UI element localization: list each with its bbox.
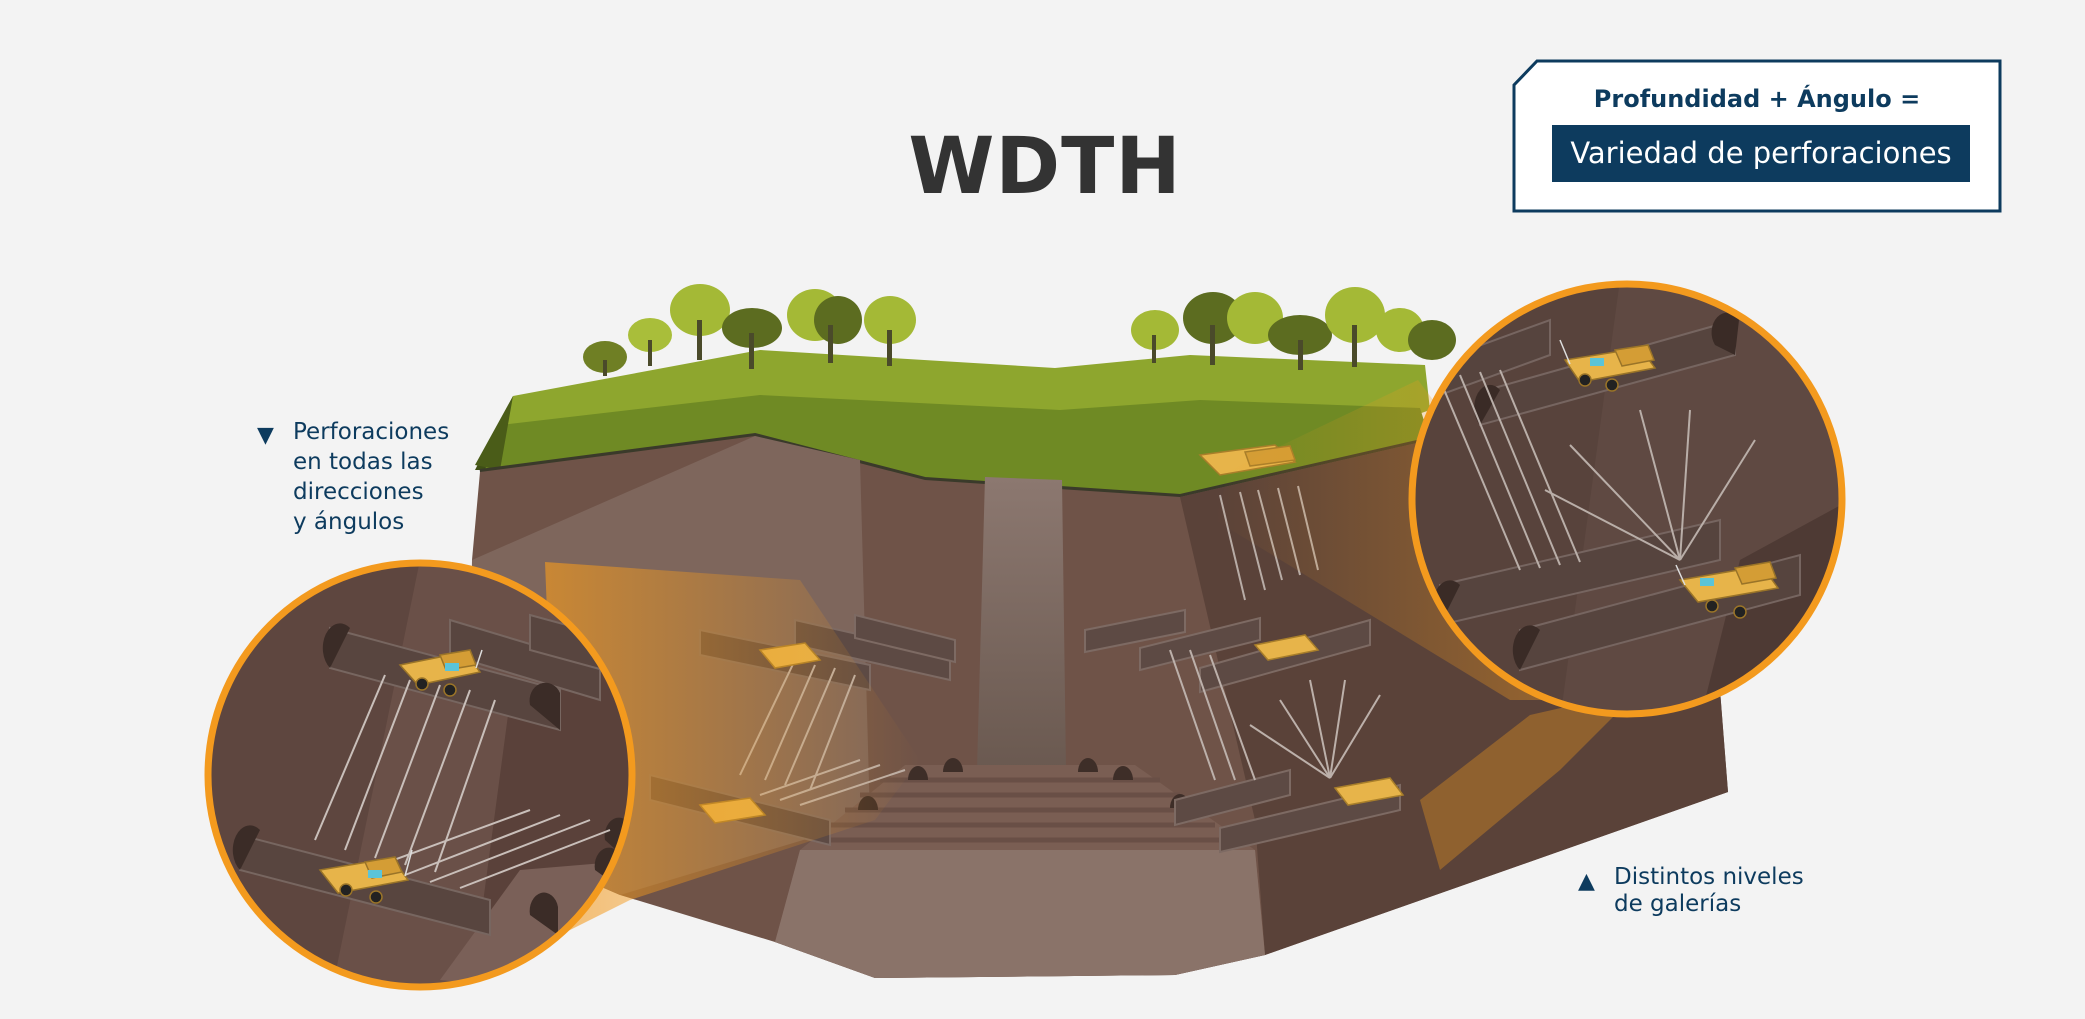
callout-line: Distintos niveles	[1614, 864, 1804, 890]
trees-left	[583, 284, 916, 376]
callout-all-directions: ▼ Perforaciones en todas las direcciones…	[257, 417, 450, 537]
zoom-circle-right	[1408, 280, 1846, 718]
central-shaft	[977, 477, 1066, 770]
page-title: WDTH	[908, 122, 1182, 212]
drill-rig-icon	[1559, 339, 1657, 392]
zoom-beam-left	[545, 562, 920, 935]
callout-line: direcciones	[293, 479, 424, 505]
drill-rig-icon	[318, 849, 413, 904]
triangle-up-icon: ▲	[1578, 869, 1595, 894]
formula-box: Profundidad + Ángulo = Variedad de perfo…	[1512, 59, 2002, 213]
callout-line: y ángulos	[293, 509, 405, 535]
trees-right	[1131, 287, 1456, 370]
drill-rig-icon	[398, 649, 483, 697]
triangle-down-icon: ▼	[257, 423, 274, 448]
callout-line: Perforaciones	[293, 419, 450, 445]
callout-gallery-levels: ▲ Distintos niveles de galerías	[1578, 864, 1804, 918]
drill-rig-icon	[1675, 561, 1780, 619]
callout-line: en todas las	[293, 449, 433, 475]
zoom-circle-left	[204, 559, 636, 991]
formula-result: Variedad de perforaciones	[1552, 125, 1970, 182]
callout-line: de galerías	[1614, 891, 1742, 917]
formula-heading: Profundidad + Ángulo =	[1593, 85, 1921, 113]
